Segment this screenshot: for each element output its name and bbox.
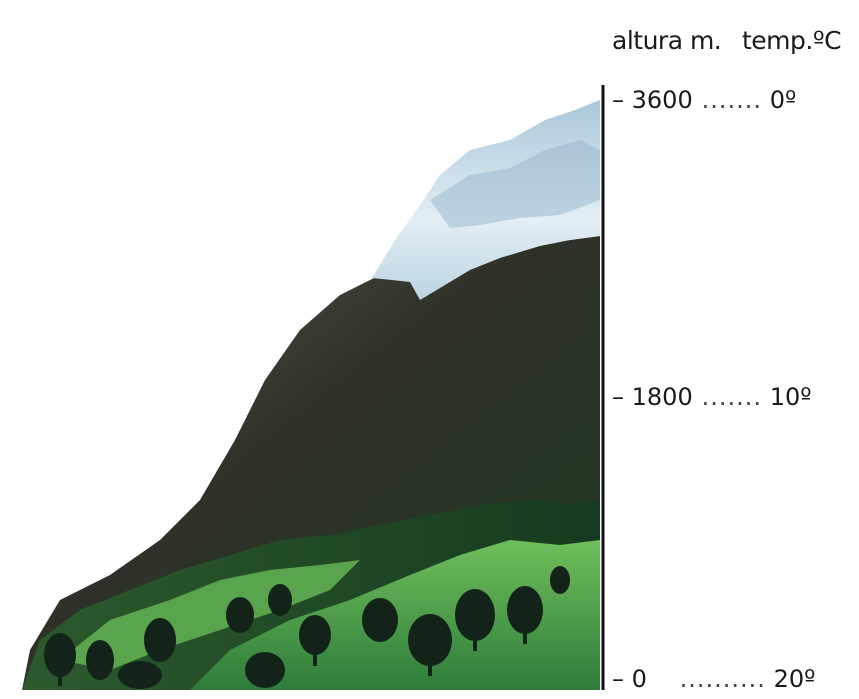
altitude-value: – 3600: [612, 86, 693, 114]
altitude-value: – 0: [612, 665, 647, 693]
scale-row-bottom: – 0 .......... 20º: [612, 665, 815, 693]
temperature-value: 20º: [773, 665, 816, 693]
trees: [44, 566, 570, 689]
leader-dots: ..........: [679, 665, 766, 693]
leader-dots: .......: [701, 383, 763, 411]
snow-shadow: [430, 140, 600, 228]
altitude-value: – 1800: [612, 383, 693, 411]
temperature-value: 0º: [769, 86, 797, 114]
scale-row-top: – 3600 ....... 0º: [612, 86, 796, 114]
temperature-value: 10º: [769, 383, 812, 411]
scale-row-middle: – 1800 ....... 10º: [612, 383, 812, 411]
temperature-header: temp.ºC: [742, 26, 842, 55]
leader-dots: .......: [701, 86, 763, 114]
altitude-header: altura m.: [612, 26, 722, 55]
